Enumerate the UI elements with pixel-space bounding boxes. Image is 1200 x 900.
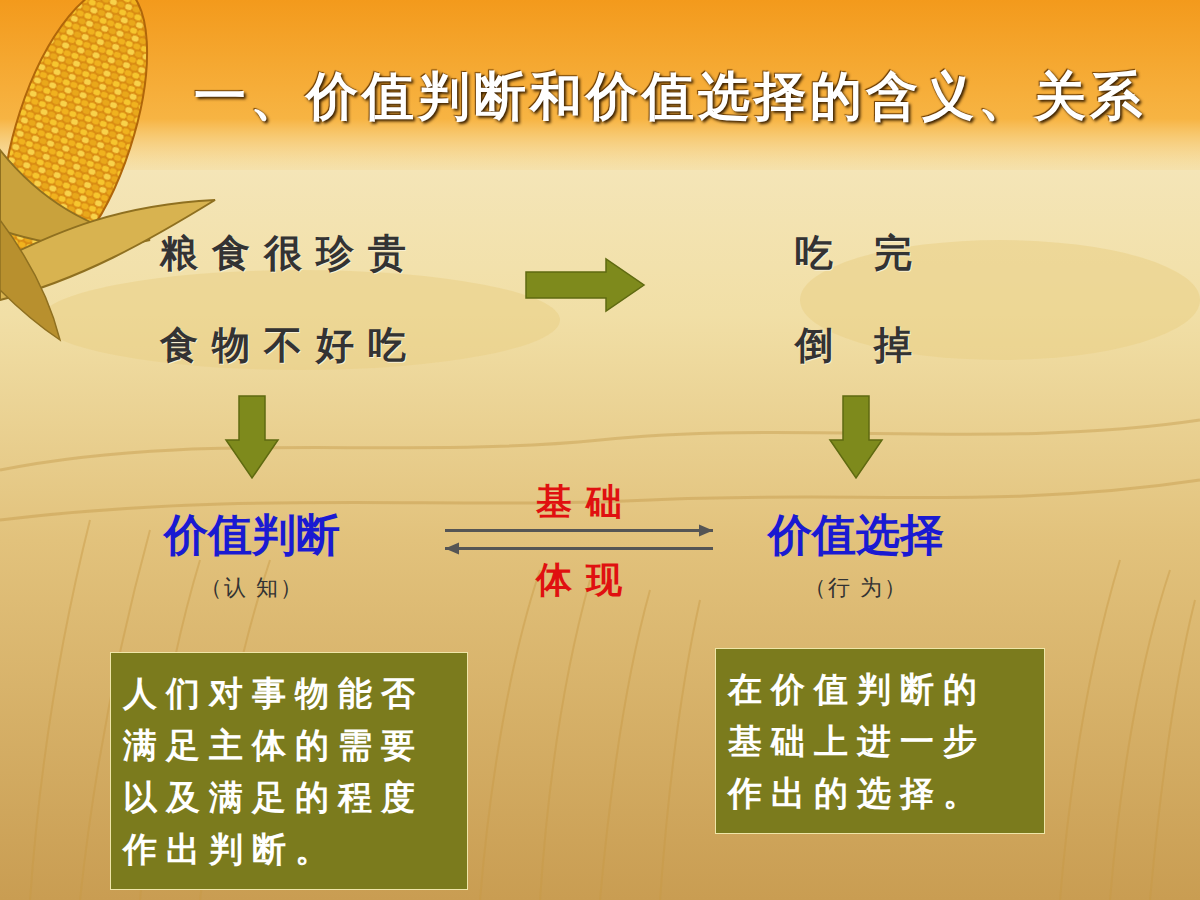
block-arrow xyxy=(526,259,644,311)
node-text: 在价值判断的 基础上进一步 作出的选择。 xyxy=(728,663,1032,819)
node-text: 人们对事物能否 满足主体的需要 以及满足的程度 作出判断。 xyxy=(123,667,455,875)
block-arrow xyxy=(830,396,882,478)
concept-label: 价值判断 （认 知） xyxy=(154,508,350,601)
definition-box: 在价值判断的 基础上进一步 作出的选择。 xyxy=(715,648,1045,834)
slide-title: 一、价值判断和价值选择的含义、关系 xyxy=(150,62,1190,132)
node-text: 价值判断 xyxy=(164,508,340,561)
node-subtext: 食物不好吃 xyxy=(160,322,420,368)
node-subtext: 倒 掉 xyxy=(795,322,926,368)
block-arrow xyxy=(226,396,278,478)
example-group: 粮食很珍贵食物不好吃 xyxy=(160,230,520,368)
relation-arrow xyxy=(445,543,713,555)
action-group: 吃 完倒 掉 xyxy=(650,230,926,368)
node-text: 吃 完 xyxy=(795,230,926,276)
edge-label: 基础 xyxy=(536,481,636,523)
concept-label: 价值选择 （行 为） xyxy=(758,508,954,601)
node-subtext: （认 知） xyxy=(164,575,340,601)
node-text: 价值选择 xyxy=(768,508,944,561)
relation-arrow xyxy=(445,525,713,537)
node-subtext: （行 为） xyxy=(768,575,944,601)
definition-box: 人们对事物能否 满足主体的需要 以及满足的程度 作出判断。 xyxy=(110,652,468,890)
edge-label: 体现 xyxy=(536,559,636,601)
node-text: 粮食很珍贵 xyxy=(160,230,420,276)
